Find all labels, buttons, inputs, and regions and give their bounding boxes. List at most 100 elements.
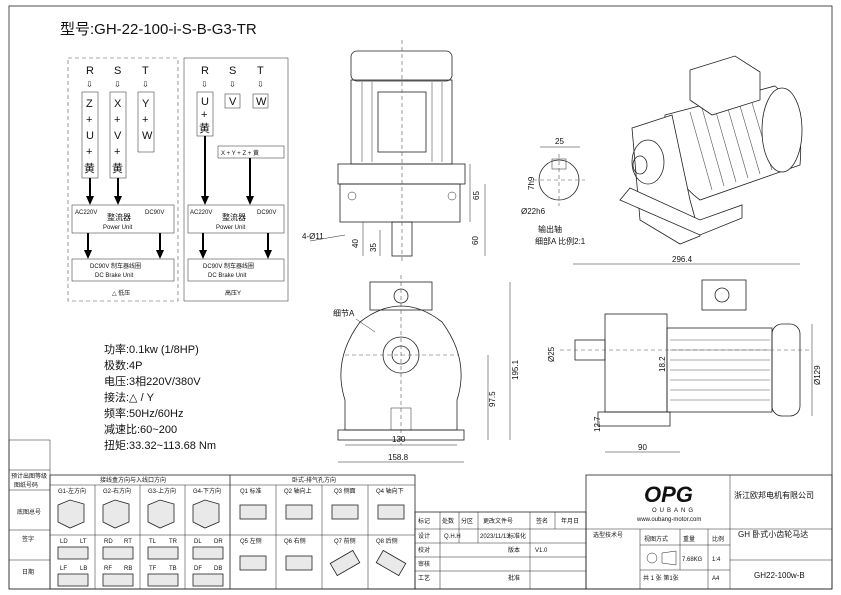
spec-poles: 极数:4P: [104, 358, 143, 372]
dim-12-7: 12.7: [593, 416, 602, 432]
weight-value: 7.68KG: [682, 557, 703, 563]
motor-mini-icon: [192, 546, 224, 560]
front-housing: [340, 305, 462, 431]
check-label: 校对: [418, 546, 430, 554]
spec-power: 功率:0.1kw (1/8HP): [104, 342, 199, 356]
star-join-label: X + Y + Z + 黄: [221, 149, 259, 157]
strip-label-1: 预计出图等级: [11, 472, 47, 480]
motor-thumbnail-icon: [192, 499, 220, 529]
wiring-high-caption: 高压Y: [225, 289, 241, 297]
vent-motor-icon: [285, 504, 313, 520]
arrow-head-icon: [114, 196, 122, 205]
code-tf: TF: [149, 566, 157, 572]
process-label: 工艺: [418, 574, 430, 582]
rev-date-label: 年月日: [561, 517, 579, 525]
rev-mark-label: 标记: [418, 517, 430, 525]
vent-q5: Q5 左侧: [240, 537, 262, 545]
shaft-label: 输出轴: [538, 224, 562, 234]
plus-sign: +: [86, 114, 92, 126]
dim-97-5: 97.5: [488, 391, 497, 407]
title-block: OPG OUBANG www.oubang-motor.com 浙江欧邦电机有限…: [585, 474, 833, 590]
model-title: 型号:GH-22-100-i-S-B-G3-TR: [60, 21, 257, 38]
brake-en-label: DC Brake Unit: [208, 273, 247, 279]
terminal-box-3: [137, 91, 155, 153]
code-rb: RB: [124, 566, 132, 572]
specifications: 功率:0.1kw (1/8HP) 极数:4P 电压:3相220V/380V 接法…: [104, 342, 216, 452]
motor-body-top: [350, 79, 453, 165]
side-terminal-box: [701, 279, 747, 311]
down-arrow-icon: ⇩: [114, 80, 121, 89]
motor-thumbnail-icon: [147, 499, 175, 529]
terminal-u: U: [201, 96, 209, 108]
strip-label-5: 日期: [22, 568, 34, 576]
vent-motor-icon: [285, 555, 313, 571]
motor-mini-icon: [147, 546, 179, 560]
dim-35: 35: [369, 243, 378, 252]
mount-group-g4: G4-下方向: [193, 487, 221, 495]
rev-sign-label: 签名: [536, 517, 548, 525]
brake-cn-label: DC90V 制车器线圈: [203, 262, 254, 270]
rectifier-en-label: Power Unit: [103, 225, 133, 231]
wiring-low-phase-r: R: [86, 65, 94, 77]
plus-sign: +: [114, 146, 120, 158]
vent-q4: Q4 轴向下: [376, 487, 404, 495]
vent-q6: Q6 右侧: [284, 537, 306, 545]
down-arrow-icon: ⇩: [142, 80, 149, 89]
motor-mini-icon: [57, 573, 89, 587]
motor-mini-icon: [192, 573, 224, 587]
mount-group-g2: G2-右方向: [103, 487, 131, 495]
wiring-diagram-high: R S T ⇩ ⇩ ⇩ U + 黄 V W X + Y + Z + 黄 AC22…: [183, 57, 289, 302]
vent-q3: Q3 侧面: [334, 487, 356, 495]
code-tr: TR: [169, 539, 178, 545]
rectifier-cn-label: 整流器: [107, 212, 131, 222]
dim-40: 40: [351, 239, 360, 248]
arrow-head-icon: [201, 196, 209, 205]
dim-296-4: 296.4: [672, 255, 693, 264]
code-tb: TB: [169, 566, 177, 572]
down-arrow-icon: ⇩: [257, 80, 264, 89]
terminal-v: V: [114, 130, 122, 142]
dim-motor-diameter: Ø129: [813, 365, 822, 385]
iso-fin: [689, 111, 713, 191]
rev-count-label: 处数: [442, 517, 454, 525]
plus-sign: +: [114, 114, 120, 126]
rev-zone-label: 分区: [461, 517, 473, 525]
spec-frequency: 频率:50Hz/60Hz: [104, 406, 183, 420]
spec-ratio: 减速比:60~200: [104, 423, 177, 436]
standardization-label: 标准化: [508, 532, 526, 540]
motor-mini-icon: [102, 546, 134, 560]
yellow-wire-label: 黄: [112, 161, 123, 175]
brake-en-label: DC Brake Unit: [95, 273, 134, 279]
code-lt: LT: [80, 539, 87, 545]
design-date: 2023/11/13: [480, 534, 510, 540]
strip-label-3: 底图总号: [17, 508, 41, 516]
side-base: [597, 411, 671, 427]
motor-thumbnail-icon: [57, 499, 85, 529]
dim-hole-spec: 4-Ø11: [302, 232, 324, 241]
leader-line: [355, 318, 376, 333]
vent-q8: Q8 后侧: [376, 537, 398, 545]
terminal-w: W: [256, 96, 267, 108]
motor-fan-cap: [350, 50, 453, 82]
code-tl: TL: [149, 539, 157, 545]
dim-195-1: 195.1: [511, 359, 520, 380]
approve-label: 批准: [508, 574, 520, 582]
code-ld: LD: [60, 539, 68, 545]
rectifier-ac-label: AC220V: [75, 210, 97, 216]
company-website: www.oubang-motor.com: [636, 517, 701, 523]
terminal-w: W: [142, 130, 153, 142]
gearbox-top: [339, 183, 461, 223]
front-view: 细节A 195.1 97.5 130 158.8: [333, 275, 520, 463]
iso-output-flange: [631, 139, 665, 185]
motor-mini-icon: [57, 546, 89, 560]
dim-130: 130: [392, 435, 406, 444]
wiring-low-caption: △ 低压: [112, 289, 130, 297]
down-arrow-icon: ⇩: [229, 80, 236, 89]
wiring-low-phase-s: S: [114, 65, 121, 77]
vent-motor-icon: [239, 555, 267, 571]
selection-label: 选型技术号: [593, 531, 623, 539]
view-label: 视图方式: [644, 535, 668, 543]
dim-90: 90: [638, 443, 647, 452]
version-value: V1.0: [535, 548, 548, 554]
